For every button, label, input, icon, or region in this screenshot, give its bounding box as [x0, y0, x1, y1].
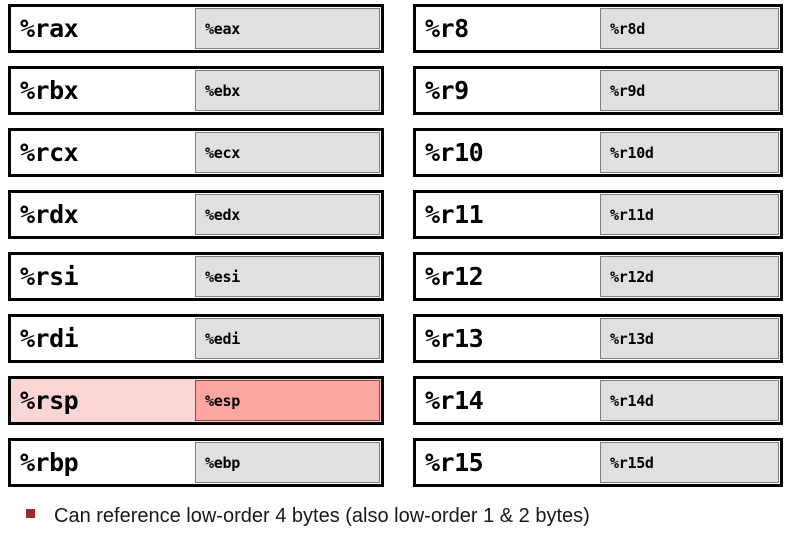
register-64bit-name: %r13 — [425, 324, 484, 353]
register-row[interactable]: %rax %eax — [8, 4, 384, 53]
register-64bit-name: %r11 — [425, 200, 484, 229]
register-row[interactable]: %r14 %r14d — [413, 376, 783, 425]
square-bullet-icon — [26, 509, 35, 518]
register-32bit-name: %ecx — [195, 132, 380, 173]
register-64bit-name: %r8 — [425, 14, 469, 43]
register-row[interactable]: %rcx %ecx — [8, 128, 384, 177]
register-column-right: %r8%r8d%r9%r9d%r10%r10d%r11%r11d%r12%r12… — [413, 4, 783, 487]
register-64bit-name: %rsi — [20, 262, 79, 291]
register-row[interactable]: %rdx %edx — [8, 190, 384, 239]
register-32bit-name: %r13d — [600, 318, 779, 359]
register-row[interactable]: %r15 %r15d — [413, 438, 783, 487]
register-32bit-name: %eax — [195, 8, 380, 49]
register-64bit-name: %rax — [20, 14, 79, 43]
register-row[interactable]: %r10 %r10d — [413, 128, 783, 177]
register-64bit-name: %rdi — [20, 324, 79, 353]
register-row[interactable]: %rbp %ebp — [8, 438, 384, 487]
register-64bit-name: %r9 — [425, 76, 469, 105]
register-64bit-name: %rsp — [20, 386, 79, 415]
register-64bit-name: %rdx — [20, 200, 79, 229]
register-32bit-name: %esi — [195, 256, 380, 297]
register-row[interactable]: %r11 %r11d — [413, 190, 783, 239]
register-32bit-name: %r14d — [600, 380, 779, 421]
register-32bit-name: %r10d — [600, 132, 779, 173]
register-row[interactable]: %rbx %ebx — [8, 66, 384, 115]
register-32bit-name: %ebp — [195, 442, 380, 483]
register-64bit-name: %r15 — [425, 448, 484, 477]
register-32bit-name: %ebx — [195, 70, 380, 111]
register-64bit-name: %r14 — [425, 386, 484, 415]
register-32bit-name: %r12d — [600, 256, 779, 297]
register-32bit-name: %r8d — [600, 8, 779, 49]
register-row[interactable]: %rsi %esi — [8, 252, 384, 301]
register-32bit-name: %edx — [195, 194, 380, 235]
register-row[interactable]: %rdi %edi — [8, 314, 384, 363]
register-32bit-name: %r11d — [600, 194, 779, 235]
bullet-line: Can reference low-order 4 bytes (also lo… — [26, 506, 590, 526]
bullet-text: Can reference low-order 4 bytes (also lo… — [54, 505, 590, 527]
register-row[interactable]: %r12 %r12d — [413, 252, 783, 301]
register-column-left: %rax %eax %rbx %ebx %rcx %ecx %rdx %edx %rsi %esi… — [8, 4, 384, 487]
register-32bit-name: %edi — [195, 318, 380, 359]
register-row[interactable]: %r8 %r8d — [413, 4, 783, 53]
register-row[interactable]: %r9 %r9d — [413, 66, 783, 115]
register-row[interactable]: %rsp %esp — [8, 376, 384, 425]
register-32bit-name: %r9d — [600, 70, 779, 111]
register-64bit-name: %r12 — [425, 262, 484, 291]
register-32bit-name: %esp — [195, 380, 380, 421]
register-64bit-name: %rcx — [20, 138, 79, 167]
register-row[interactable]: %r13 %r13d — [413, 314, 783, 363]
register-64bit-name: %rbx — [20, 76, 79, 105]
register-64bit-name: %rbp — [20, 448, 79, 477]
register-32bit-name: %r15d — [600, 442, 779, 483]
register-64bit-name: %r10 — [425, 138, 484, 167]
